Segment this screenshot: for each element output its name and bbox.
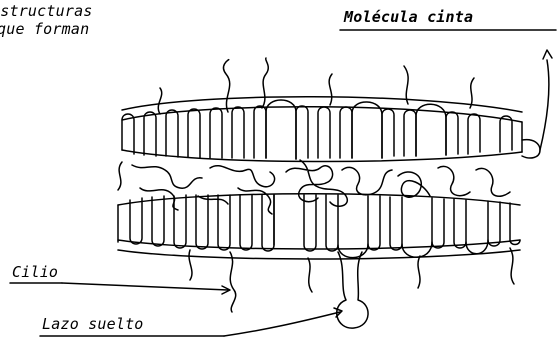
- loose-loop: [337, 252, 368, 328]
- upper-lamella-top-band: [122, 97, 522, 112]
- upper-wide-fold-2: [352, 102, 382, 158]
- lower-wide-fold-2: [402, 242, 432, 257]
- ribbon-molecule-tail: [522, 140, 540, 158]
- ribbon-molecule-leader-head: [543, 50, 552, 59]
- cilium-bottom-2: [189, 250, 192, 280]
- cilium-leader: [62, 283, 228, 290]
- upper-wide-fold: [266, 100, 296, 159]
- cilium-left-1: [118, 162, 122, 190]
- lower-lamella-folds: [118, 195, 520, 251]
- lower-wide-fold-3: [466, 240, 488, 254]
- upper-lamella-bottom-edge: [122, 150, 522, 162]
- cilium-top-6: [470, 78, 474, 108]
- cilium-top-3: [158, 88, 161, 114]
- cilium-top-1: [223, 60, 229, 112]
- cilium-bottom-5: [510, 248, 514, 284]
- cilium-bottom-1: [230, 252, 236, 312]
- loose-loop-leader: [224, 312, 340, 336]
- cilium-top-4: [329, 74, 332, 105]
- ribbon-molecule-leader: [540, 60, 549, 150]
- lower-lamella-bottom-band: [118, 250, 520, 259]
- cilium-top-5: [404, 66, 408, 104]
- cilium-bottom-3: [308, 258, 312, 292]
- cilium-bottom-4: [418, 256, 420, 288]
- cilium-top-2: [262, 58, 268, 108]
- upper-lamella-inner-band: [122, 107, 522, 122]
